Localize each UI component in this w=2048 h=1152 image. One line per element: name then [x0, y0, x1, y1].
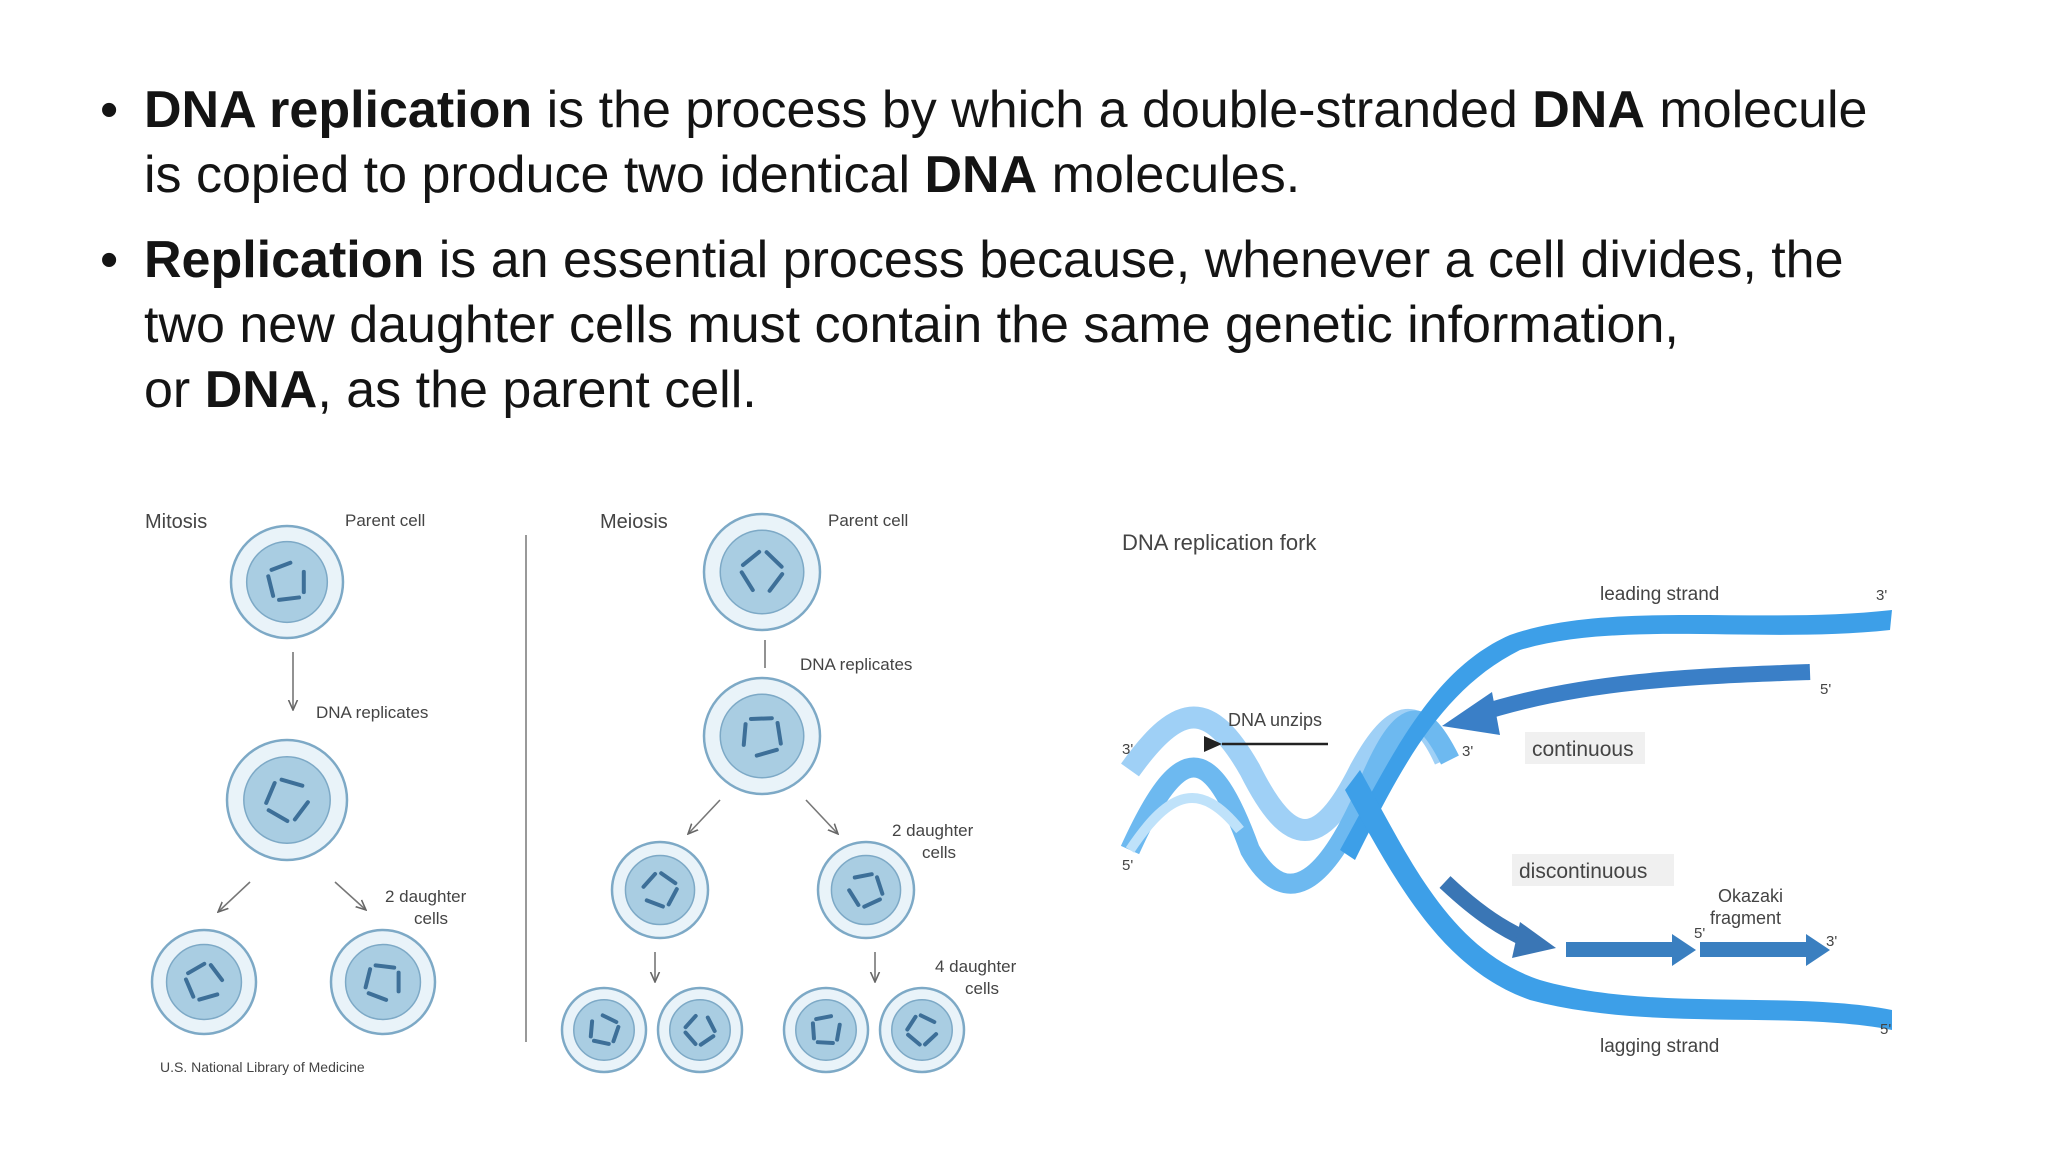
meiosis-4daughters-label-2: cells — [965, 979, 999, 998]
prime-3-continuous: 3' — [1462, 743, 1473, 760]
lagging-strand-label: lagging strand — [1600, 1036, 1719, 1057]
mitosis-replicated-cell — [225, 738, 349, 862]
replication-fork-panel: DNA replication fork DNA unzips leading … — [1120, 530, 1892, 1057]
image-credit: U.S. National Library of Medicine — [160, 1059, 365, 1075]
mitosis-arrow-left — [218, 881, 251, 912]
text-run: molecule — [1644, 81, 1868, 139]
prime-5-bottom: 5' — [1880, 1021, 1891, 1038]
continuous-arrow-body — [1472, 664, 1811, 723]
helix-highlight — [1125, 793, 1244, 853]
meiosis-arrow-right — [805, 799, 838, 834]
leading-strand — [1340, 610, 1892, 860]
bullet-line: is copied to produce two identical DNA m… — [144, 143, 2000, 208]
discontinuous-tag — [1512, 854, 1674, 886]
continuous-tag — [1525, 732, 1645, 764]
bullet-dot: • — [100, 81, 119, 139]
text-run: is copied to produce two identical — [144, 146, 925, 204]
bullet-line: Replication is an essential process beca… — [144, 228, 2000, 293]
meiosis-arrow-left — [688, 799, 721, 834]
bullet-list: • DNA replication is the process by whic… — [100, 78, 2000, 443]
text-run: two new daughter cells must contain the … — [144, 296, 1679, 354]
text-run: is an essential process because, wheneve… — [424, 231, 1844, 289]
prime-5-fragment: 5' — [1694, 925, 1705, 942]
bullet-line: two new daughter cells must contain the … — [144, 293, 2000, 358]
meiosis-replicated-cell — [702, 676, 822, 796]
prime-5-top: 5' — [1820, 681, 1831, 698]
mitosis-parent-cell — [229, 524, 345, 640]
meiosis-gamete-cell — [782, 986, 870, 1074]
bullet-line: or DNA, as the parent cell. — [144, 358, 2000, 423]
meiosis-title: Meiosis — [600, 511, 668, 533]
okazaki-fragment-1-head — [1672, 934, 1696, 966]
mitosis-daughters-label: 2 daughter — [385, 887, 467, 906]
prime-5-left: 5' — [1122, 857, 1133, 874]
meiosis-parent-label: Parent cell — [828, 511, 908, 530]
meiosis-2daughters-label-2: cells — [922, 843, 956, 862]
prime-3-fragment: 3' — [1826, 933, 1837, 950]
meiosis-gamete-cell — [878, 986, 966, 1074]
bold-term: DNA — [1532, 81, 1645, 139]
cells-group — [150, 512, 966, 1074]
bullet-dot: • — [100, 231, 119, 289]
bullet-item-replication: • Replication is an essential process be… — [100, 228, 2000, 423]
helix-strand-front — [1120, 710, 1459, 894]
meiosis-gamete-cell — [560, 986, 648, 1074]
meiosis-step-label: DNA replicates — [800, 655, 912, 674]
text-run: , as the parent cell. — [317, 361, 757, 419]
bullet-item-dna-replication: • DNA replication is the process by whic… — [100, 78, 2000, 208]
okazaki-fragment-2-head — [1806, 934, 1830, 966]
cell-division-panel: Mitosis Parent cell DNA replicates 2 dau… — [145, 511, 1017, 1075]
text-run: molecules. — [1037, 146, 1301, 204]
text-run: is the process by which a double-strande… — [532, 81, 1533, 139]
okazaki-fragment-1 — [1566, 942, 1674, 957]
mitosis-title: Mitosis — [145, 511, 207, 533]
unzips-label: DNA unzips — [1228, 710, 1322, 730]
meiosis-daughter-cell — [610, 840, 710, 940]
okazaki-fragment-2 — [1700, 942, 1808, 957]
text-run: or — [144, 361, 205, 419]
bullet-line: DNA replication is the process by which … — [144, 78, 2000, 143]
meiosis-parent-cell — [702, 512, 822, 632]
discontinuous-arrow-1-head — [1512, 922, 1556, 958]
fork-title: DNA replication fork — [1122, 530, 1317, 555]
okazaki-label: Okazaki — [1718, 886, 1783, 906]
meiosis-4daughters-label: 4 daughter — [935, 957, 1017, 976]
bold-term: Replication — [144, 231, 425, 289]
continuous-label: continuous — [1532, 738, 1634, 761]
mitosis-parent-label: Parent cell — [345, 511, 425, 530]
continuous-arrow-head — [1442, 692, 1500, 735]
leading-strand-label: leading strand — [1600, 584, 1719, 605]
discontinuous-label: discontinuous — [1519, 860, 1647, 883]
meiosis-daughter-cell — [816, 840, 916, 940]
mitosis-step-label: DNA replicates — [316, 703, 428, 722]
mitosis-arrow-right — [334, 881, 366, 910]
prime-3-left: 3' — [1122, 741, 1133, 758]
meiosis-gamete-cell — [656, 986, 744, 1074]
mitosis-daughters-label-2: cells — [414, 909, 448, 928]
meiosis-2daughters-label: 2 daughter — [892, 821, 974, 840]
prime-3-top: 3' — [1876, 587, 1887, 604]
mitosis-daughter-cell — [329, 928, 437, 1036]
okazaki-label-2: fragment — [1710, 908, 1781, 928]
mitosis-daughter-cell — [150, 928, 258, 1036]
bold-term: DNA — [204, 361, 318, 419]
bold-term: DNA — [924, 146, 1038, 204]
bold-term: DNA replication — [144, 81, 533, 139]
lagging-strand — [1345, 770, 1892, 1030]
